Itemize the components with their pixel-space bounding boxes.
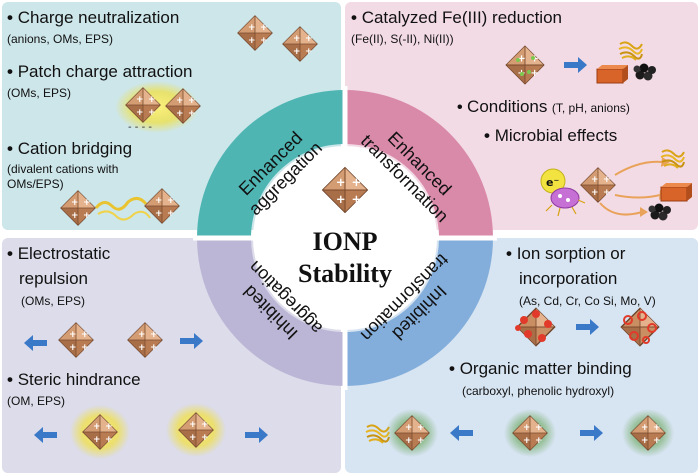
organic-binding-title: Organic matter binding	[449, 359, 632, 379]
charge-neutralization-title: Charge neutralization	[7, 8, 180, 28]
ring-sector-inhibited-transformation	[345, 238, 493, 386]
conditions-row: Conditions (T, pH, anions)	[457, 97, 630, 117]
center-title-line1: IONP	[313, 227, 378, 256]
catalyzed-reduction-detail: (Fe(II), S(-II), Ni(II))	[351, 32, 454, 46]
ring-sector-inhibited-aggregation	[197, 238, 345, 386]
cation-bridging-detail-2: OMs/EPS)	[7, 177, 64, 191]
organic-binding-illustration	[365, 409, 674, 457]
cation-bridging-title: Cation bridging	[7, 139, 132, 159]
steric-hindrance-illustration	[34, 403, 268, 459]
cation-bridging-particles	[60, 188, 180, 226]
electrostatic-repulsion-detail: (OMs, EPS)	[21, 294, 86, 308]
ion-sorption-illustration	[515, 307, 660, 347]
center-disc	[253, 146, 437, 330]
stability-ring	[193, 86, 497, 390]
charge-neutralization-detail: (anions, OMs, EPS)	[7, 32, 114, 46]
catalyzed-reduction-illustration	[505, 41, 656, 85]
conditions-title: Conditions	[467, 97, 548, 116]
patch-charge-particles: - - - -	[115, 81, 201, 133]
steric-hindrance-detail: (OM, EPS)	[7, 394, 66, 408]
cation-bridging-detail-1: (divalent cations with	[7, 162, 119, 176]
center-title-line2: Stability	[298, 259, 392, 288]
conditions-detail: (T, pH, anions)	[551, 101, 630, 115]
charge-neutralization-particles	[237, 15, 318, 62]
patch-charge-detail: (OMs, EPS)	[7, 86, 72, 100]
ion-sorption-title-2: incorporation	[519, 269, 618, 288]
organic-binding-detail: (carboxyl, phenolic hydroxyl)	[462, 384, 615, 398]
ring-sector-enhanced-transformation	[345, 90, 493, 238]
electrostatic-repulsion-illustration	[24, 322, 203, 358]
microbial-effects-title: Microbial effects	[484, 126, 618, 146]
ion-sorption-title-1: Ion sorption or	[506, 244, 626, 264]
ring-sector-enhanced-aggregation	[197, 90, 345, 238]
svg-text:- - - -: - - - -	[128, 122, 152, 133]
electrostatic-repulsion-title-1: Electrostatic	[7, 244, 111, 264]
patch-charge-title: Patch charge attraction	[7, 62, 193, 82]
steric-hindrance-title: Steric hindrance	[7, 370, 141, 390]
microbial-effects-illustration: e⁻	[540, 149, 693, 221]
electron-label: e⁻	[546, 176, 559, 189]
ion-sorption-detail: (As, Cd, Cr, Co Si, Mo, V)	[519, 294, 656, 308]
microbe-icon	[550, 187, 580, 209]
catalyzed-reduction-title: Catalyzed Fe(III) reduction	[351, 8, 562, 28]
electrostatic-repulsion-title-2: repulsion	[19, 269, 88, 288]
